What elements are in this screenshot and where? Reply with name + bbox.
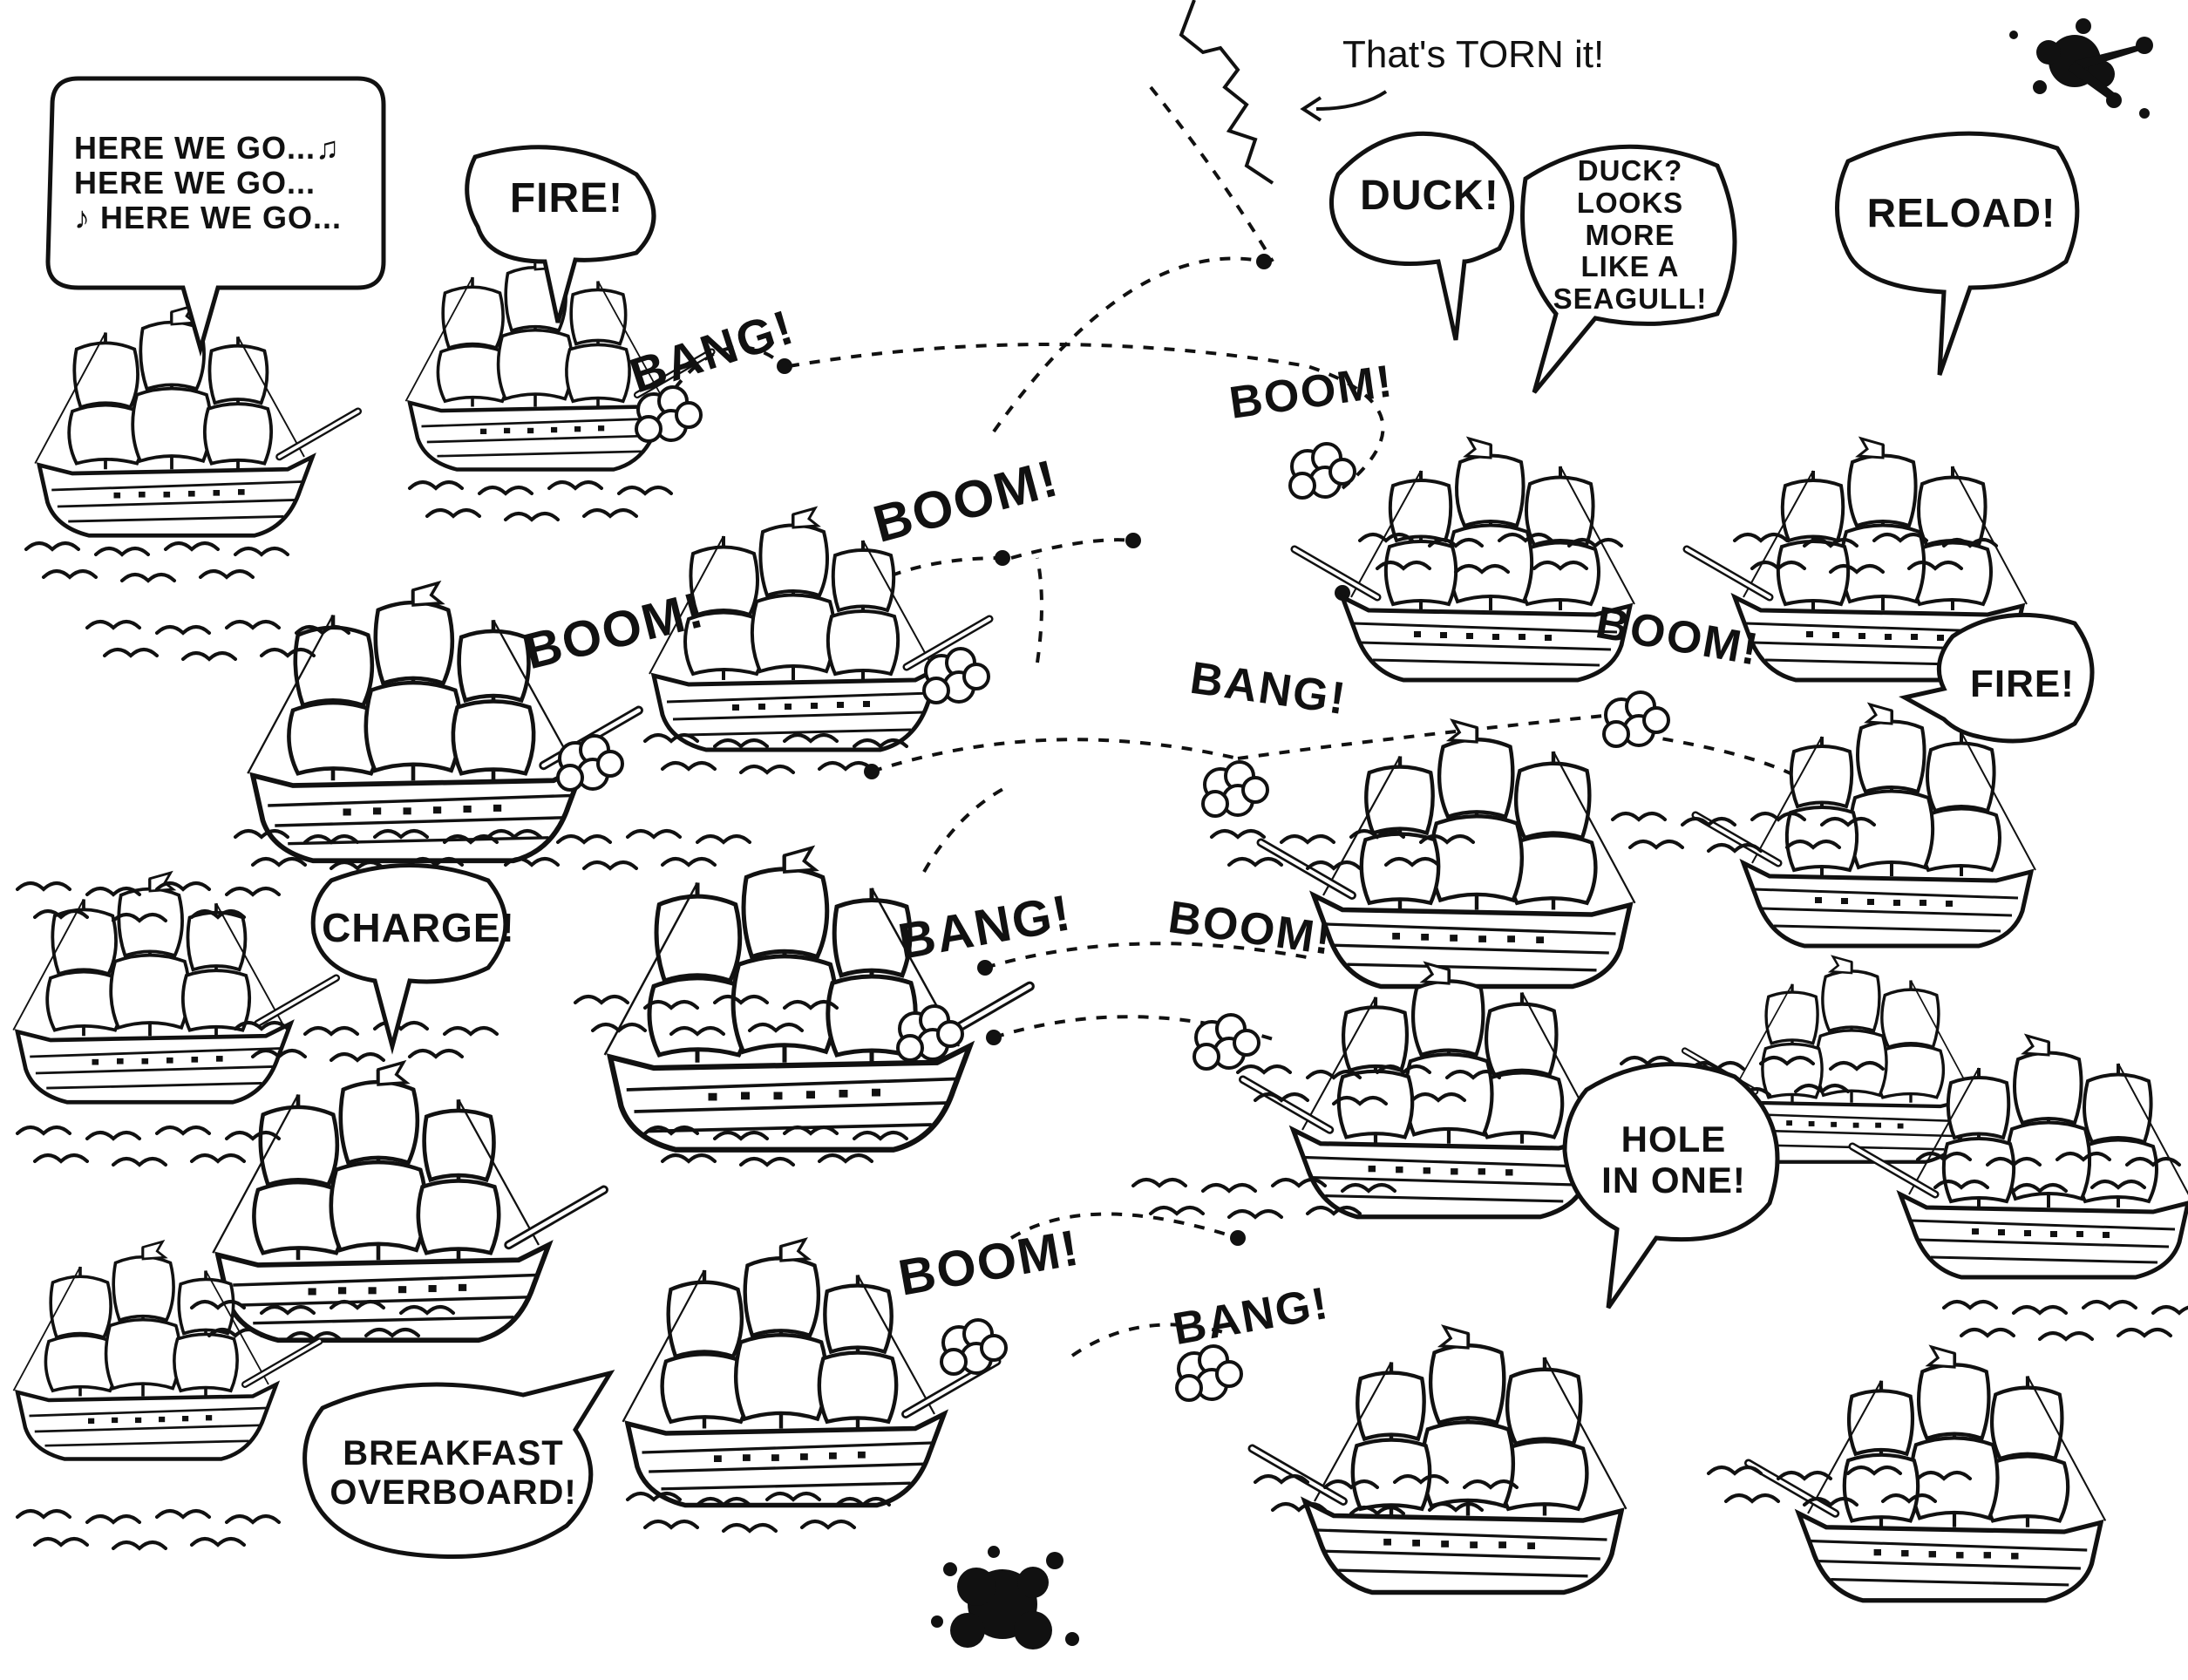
ship-7 — [213, 1063, 604, 1341]
torn-caption: That's TORN it! — [1342, 33, 1605, 76]
ship-17 — [1253, 1327, 1627, 1593]
speech-bubble-outlines — [45, 76, 2095, 1560]
speech-duck-reply: DUCK? LOOKS MORE LIKE A SEAGULL! — [1553, 153, 1708, 316]
torn-arrow — [1315, 90, 1388, 111]
speech-fire-1: FIRE! — [509, 174, 624, 221]
ship-14 — [1243, 963, 1600, 1217]
speech-reload: RELOAD! — [1866, 190, 2056, 236]
speech-fire-2: FIRE! — [1970, 663, 2075, 706]
ship-5 — [13, 873, 336, 1102]
torn-paper-line — [1179, 0, 1274, 185]
ship-13 — [1695, 704, 2035, 946]
ink-splat-bottom — [931, 1546, 1079, 1649]
speech-breakfast: BREAKFAST OVERBOARD! — [330, 1434, 577, 1512]
speech-hole-in-one: HOLE IN ONE! — [1601, 1118, 1746, 1200]
speech-here-we-go: HERE WE GO...♫ HERE WE GO... ♪ HERE WE G… — [74, 129, 343, 236]
ship-6 — [605, 848, 1030, 1150]
speech-duck: DUCK! — [1360, 173, 1499, 220]
speech-charge: CHARGE! — [322, 905, 515, 951]
ink-splat-top-right — [2009, 18, 2153, 119]
